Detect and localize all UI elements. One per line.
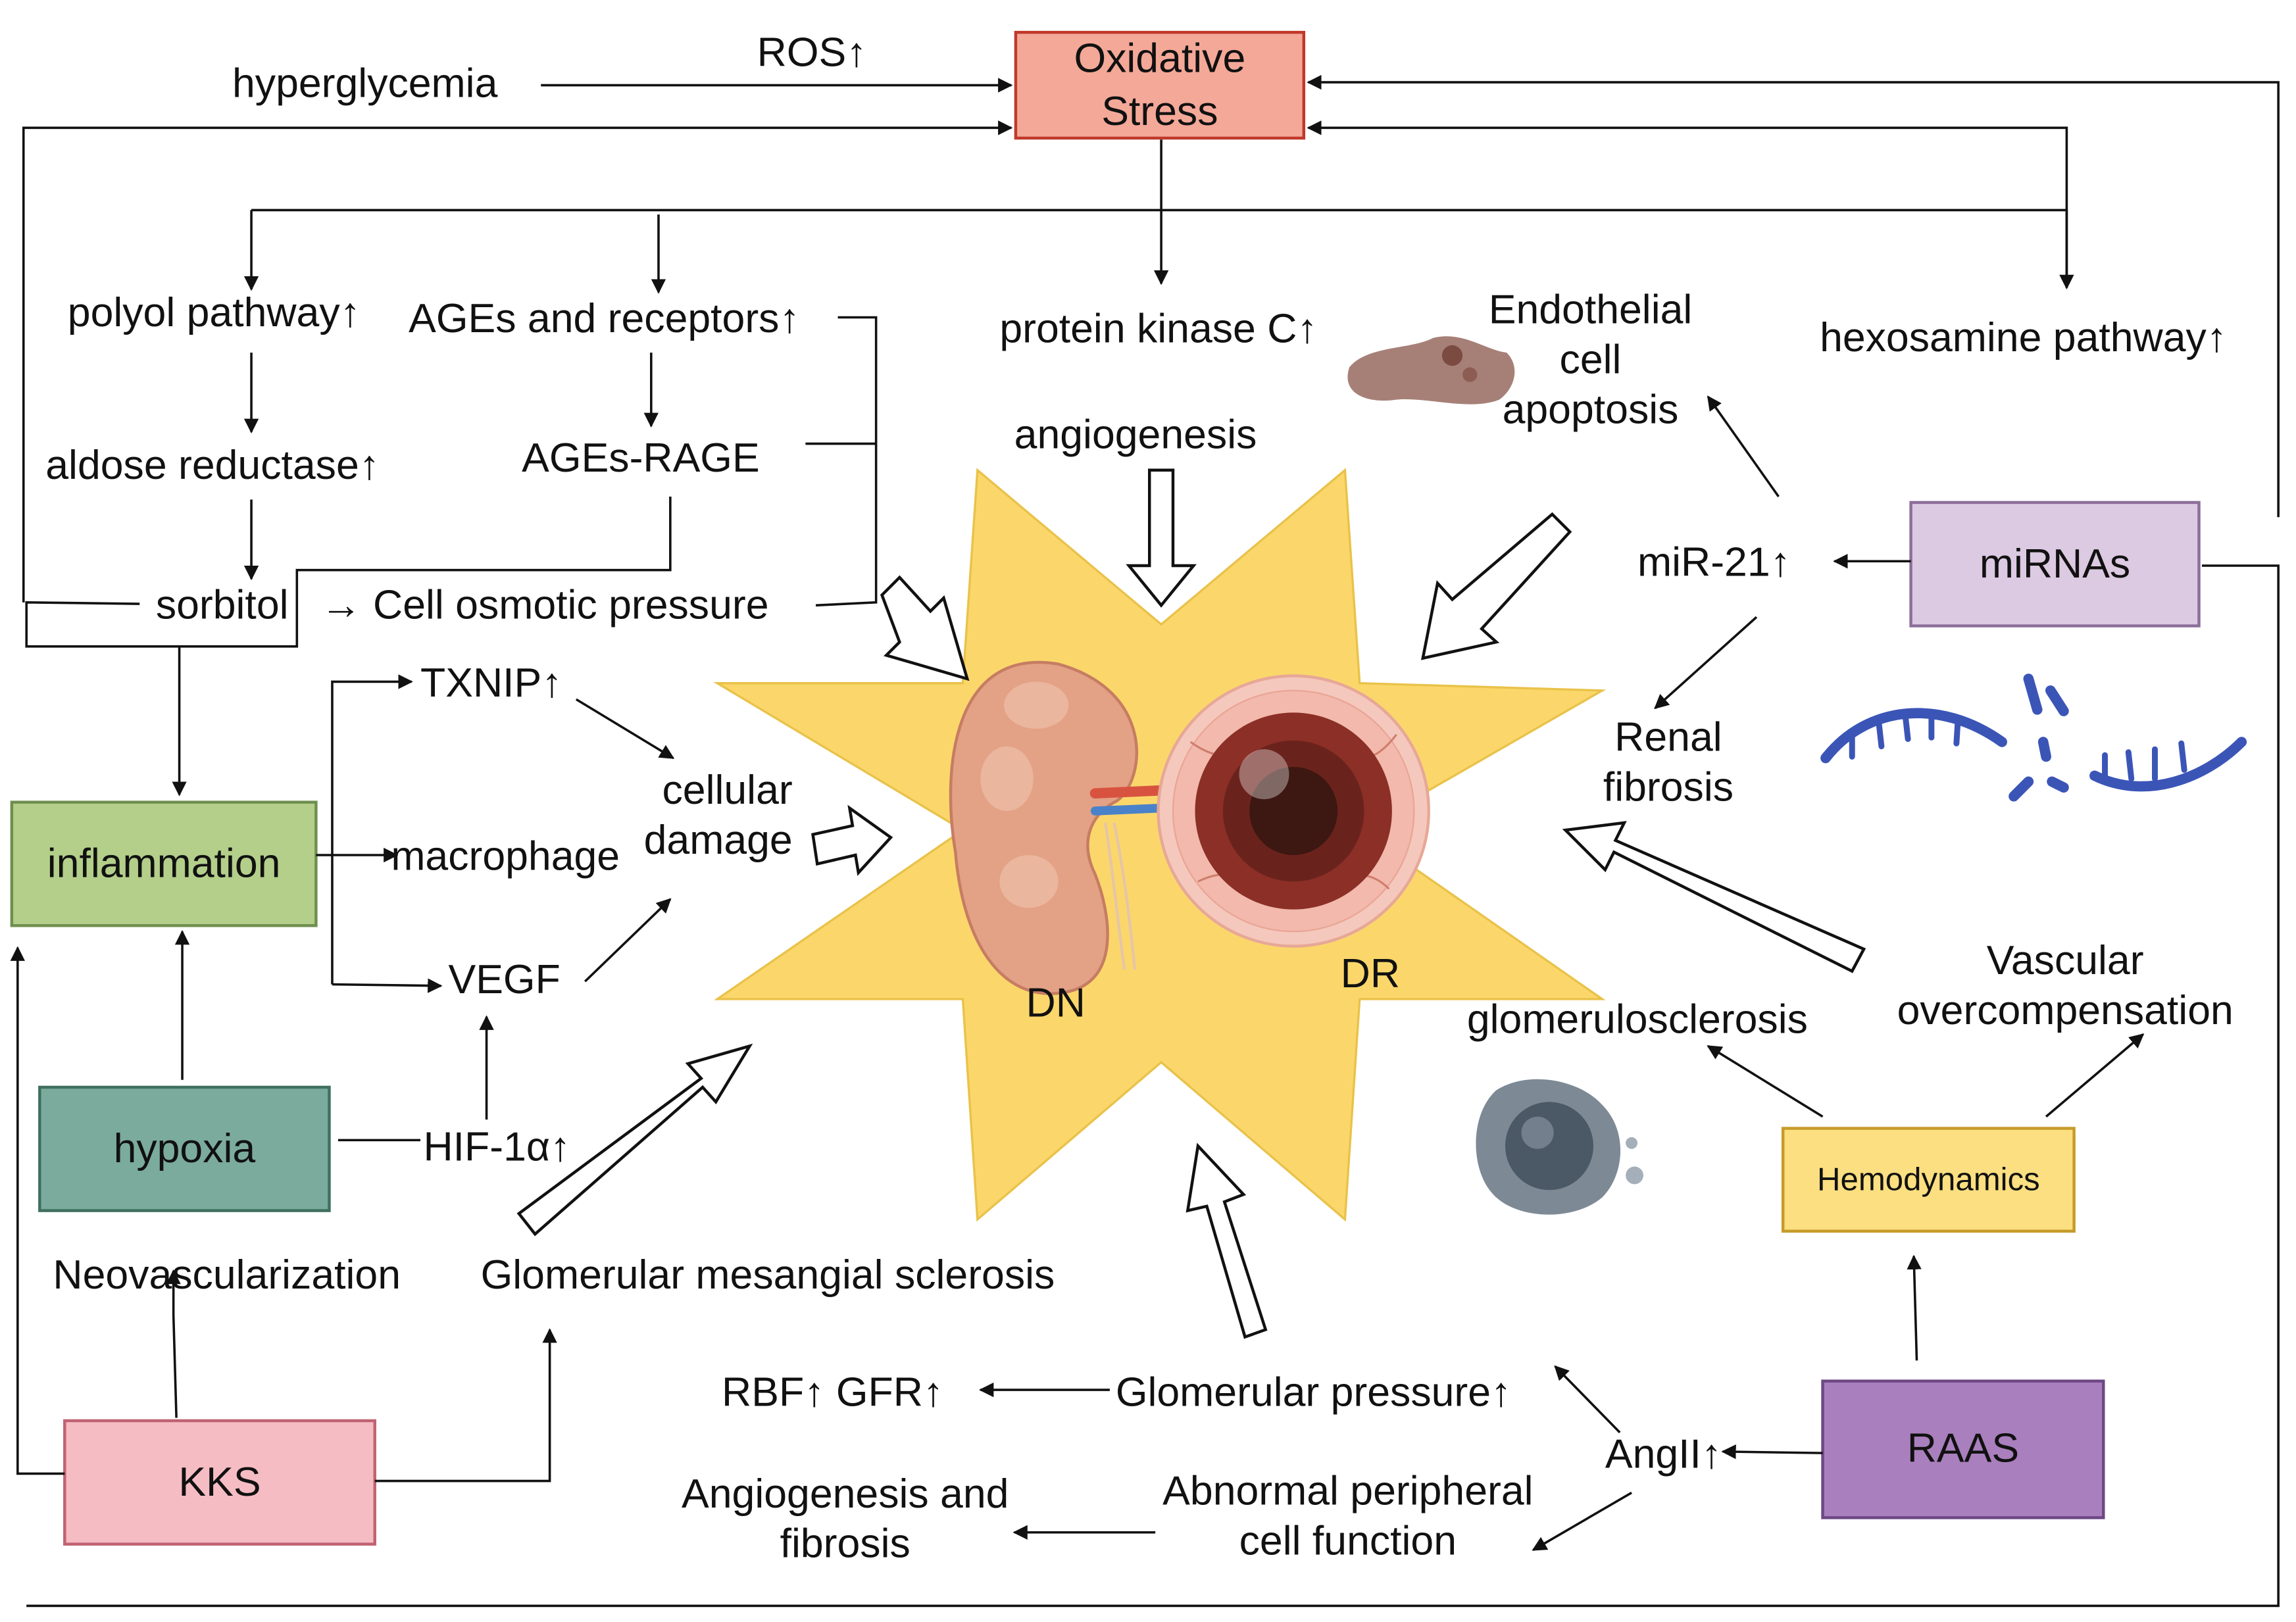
cell-osmotic-pressure-label: → Cell osmotic pressure bbox=[320, 581, 769, 627]
protein-kinase-c-label: protein kinase C↑ bbox=[999, 305, 1318, 351]
hemodynamics-box bbox=[1781, 1127, 2076, 1233]
vegf-label: VEGF bbox=[448, 956, 561, 1002]
hypoxia-label: hypoxia bbox=[113, 1125, 256, 1171]
hyperglycemia-label: hyperglycemia bbox=[232, 60, 498, 106]
aldose-reductase-label: aldose reductase↑ bbox=[45, 442, 380, 488]
glomerulosclerosis-label: glomerulosclerosis bbox=[1466, 996, 1808, 1042]
inflammation-label: inflammation bbox=[47, 840, 281, 886]
vascular-overcompensation-label: Vascular overcompensation bbox=[1897, 937, 2234, 1033]
mirnas-label: miRNAs bbox=[1979, 540, 2131, 586]
hollow-arrow-topleft bbox=[880, 575, 970, 681]
hollow-arrow-cellular-damage bbox=[811, 804, 893, 876]
hemodynamics-label: Hemodynamics bbox=[1817, 1160, 2040, 1197]
cell-debris-icon bbox=[1347, 336, 1515, 405]
sorbitol-label: sorbitol bbox=[155, 581, 289, 627]
central-star bbox=[713, 468, 1607, 1222]
angii-label: AngII↑ bbox=[1605, 1431, 1722, 1477]
hollow-arrow-bottom bbox=[1185, 1143, 1268, 1339]
txnip-label: TXNIP↑ bbox=[420, 659, 562, 706]
angiogenesis-label: angiogenesis bbox=[1014, 411, 1257, 457]
mir21-label: miR-21↑ bbox=[1637, 539, 1791, 585]
endothelial-apoptosis-label: Endothelial cell apoptosis bbox=[1488, 286, 1693, 433]
dn-label: DN bbox=[1026, 979, 1086, 1026]
mirnas-box bbox=[1909, 501, 2201, 627]
oxidative-stress-box bbox=[1014, 30, 1306, 140]
macrophage-label: macrophage bbox=[391, 833, 620, 879]
glomerular-mesangial-sclerosis-label: Glomerular mesangial sclerosis bbox=[480, 1252, 1055, 1298]
rbf-gfr-label: RBF↑ GFR↑ bbox=[722, 1369, 944, 1415]
eye-icon bbox=[1157, 674, 1430, 948]
raas-label: RAAS bbox=[1907, 1425, 2020, 1471]
hypoxia-box bbox=[38, 1085, 331, 1212]
hif1a-label: HIF-1α↑ bbox=[423, 1123, 571, 1170]
hollow-arrow-topright bbox=[1420, 512, 1572, 660]
glomerular-pressure-label: Glomerular pressure↑ bbox=[1115, 1369, 1512, 1415]
inflammation-box bbox=[10, 800, 318, 927]
hexosamine-pathway-label: hexosamine pathway↑ bbox=[1820, 314, 2228, 360]
kidney-icon bbox=[949, 660, 1166, 995]
oxidative-stress-label: Oxidative Stress bbox=[1074, 34, 1246, 134]
hollow-arrows bbox=[516, 468, 1866, 1339]
hollow-arrow-glomerular-sclerosis bbox=[516, 1043, 753, 1237]
hollow-arrow-hemodynamics bbox=[1562, 821, 1866, 973]
kks-box bbox=[63, 1419, 376, 1546]
ages-rage-label: AGEs-RAGE bbox=[522, 435, 760, 481]
raas-box bbox=[1821, 1379, 2105, 1519]
ages-receptors-label: AGEs and receptors↑ bbox=[409, 295, 800, 341]
angiogenesis-fibrosis-label: Angiogenesis and fibrosis bbox=[682, 1470, 1009, 1567]
dr-label: DR bbox=[1340, 950, 1401, 996]
neovascularization-label: Neovascularization bbox=[53, 1252, 401, 1298]
hollow-arrow-angiogenesis bbox=[1126, 468, 1197, 608]
cellular-damage-label: cellular damage bbox=[643, 766, 793, 863]
polyol-pathway-label: polyol pathway↑ bbox=[67, 289, 361, 335]
abnormal-peripheral-label: Abnormal peripheral cell function bbox=[1162, 1467, 1534, 1564]
kks-label: KKS bbox=[178, 1458, 261, 1504]
cell-icon bbox=[1476, 1079, 1643, 1215]
dna-strand-icon bbox=[1820, 674, 2247, 802]
ros-label: ROS↑ bbox=[757, 29, 867, 75]
renal-fibrosis-label: Renal fibrosis bbox=[1603, 714, 1734, 810]
connectors bbox=[10, 74, 2280, 1608]
